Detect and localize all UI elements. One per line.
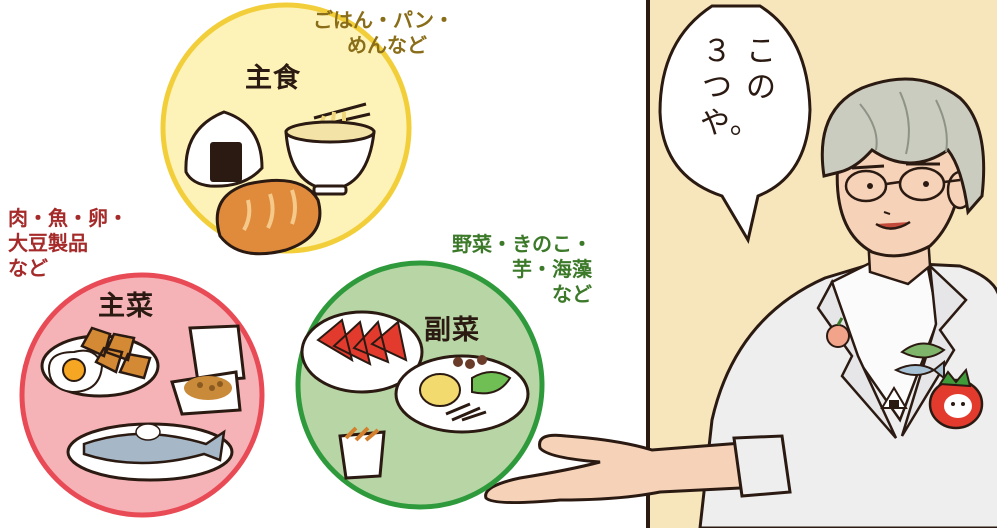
natto-pack-icon [170,324,246,416]
speech-bubble [658,4,812,245]
side-dish-caption: 野菜・きのこ・ 芋・海藻 など [424,232,592,307]
staple-food-title: 主食 [245,63,301,94]
tomato-mascot-icon [928,367,984,430]
speech-line-2: ３つや。 [700,34,760,141]
staple-caption-line: めんなど [347,33,427,57]
kinpira-bowl-icon [338,426,386,480]
speech-line-1: この [746,34,776,105]
pointing-hand [484,433,792,505]
main-caption-line: など [8,256,48,280]
main-caption-line: 大豆製品 [8,231,88,255]
staple-caption-line: ごはん・パン・ [313,8,454,32]
tomato-plate-icon [300,310,424,394]
main-dish-caption: 肉・魚・卵・ 大豆製品 など [8,206,128,281]
main-caption-line: 肉・魚・卵・ [8,206,128,230]
salad-plate-icon [394,354,530,434]
side-caption-line: など [552,282,592,306]
side-caption-line: 芋・海藻 [512,257,592,281]
main-dish-title: 主菜 [98,291,154,322]
side-caption-line: 野菜・きのこ・ [452,232,592,256]
fried-chicken-icon [80,326,152,380]
onigiri-icon [184,110,264,188]
noodle-bowl-icon [284,102,376,196]
staple-food-caption: ごはん・パン・ めんなど [313,8,454,58]
bread-icon [215,178,322,256]
side-dish-title: 副菜 [424,315,480,346]
grilled-fish-icon [66,422,234,482]
